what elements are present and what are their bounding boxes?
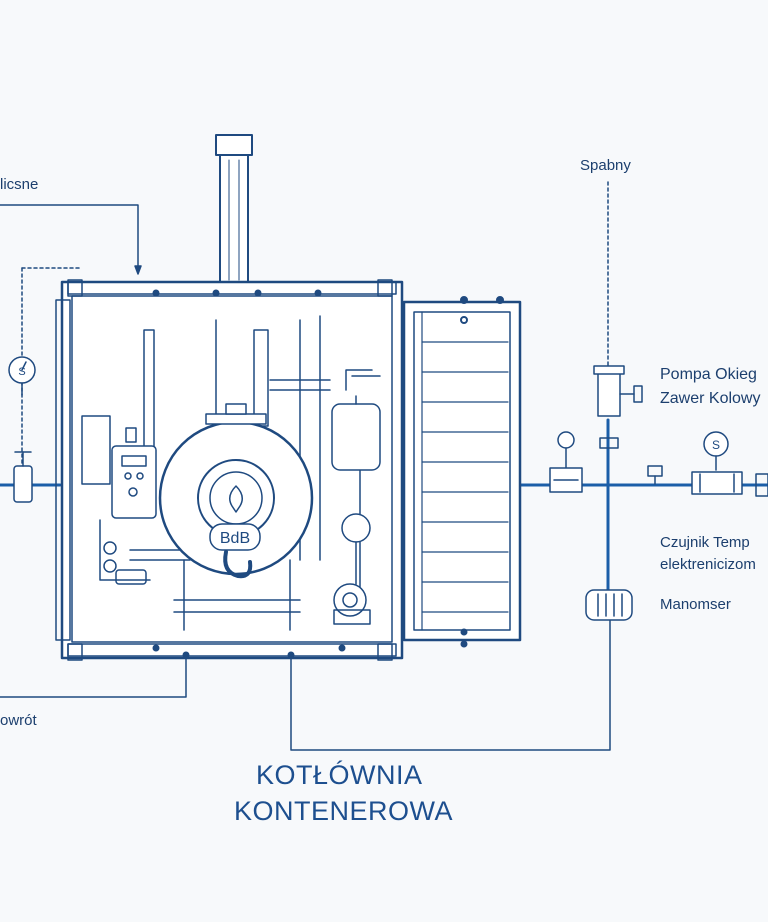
title-line-2: KONTENEROWA <box>234 796 454 826</box>
left-valve <box>13 451 33 503</box>
control-panel <box>81 415 157 585</box>
boiler-drum <box>158 403 314 579</box>
gauge-letter: S <box>712 438 720 452</box>
label-pump-2: Zawer Kolowy <box>660 390 761 407</box>
chimney <box>215 134 253 284</box>
right-gauge-valve <box>647 431 768 497</box>
burner-label: BdB <box>220 530 250 547</box>
label-manometer: Manomser <box>660 596 731 613</box>
riser-with-pump <box>585 365 643 621</box>
left-pressure-gauge <box>8 356 36 396</box>
label-sensor-1: Czujnik Temp <box>660 534 750 551</box>
right-valve <box>549 431 583 493</box>
heat-exchanger <box>402 296 522 648</box>
label-sensor-2: elektrenicizom <box>660 556 756 573</box>
label-top-right-valve: Spabny <box>580 157 631 174</box>
label-bottom-left: owrót <box>0 712 37 729</box>
left-gauge-letter: S <box>18 366 25 378</box>
expansion-tank <box>331 395 381 625</box>
label-pump-1: Pompa Okieg <box>660 366 757 383</box>
title-line-1: KOTŁÓWNIA <box>256 760 423 790</box>
label-top-left: licsne <box>0 176 39 193</box>
